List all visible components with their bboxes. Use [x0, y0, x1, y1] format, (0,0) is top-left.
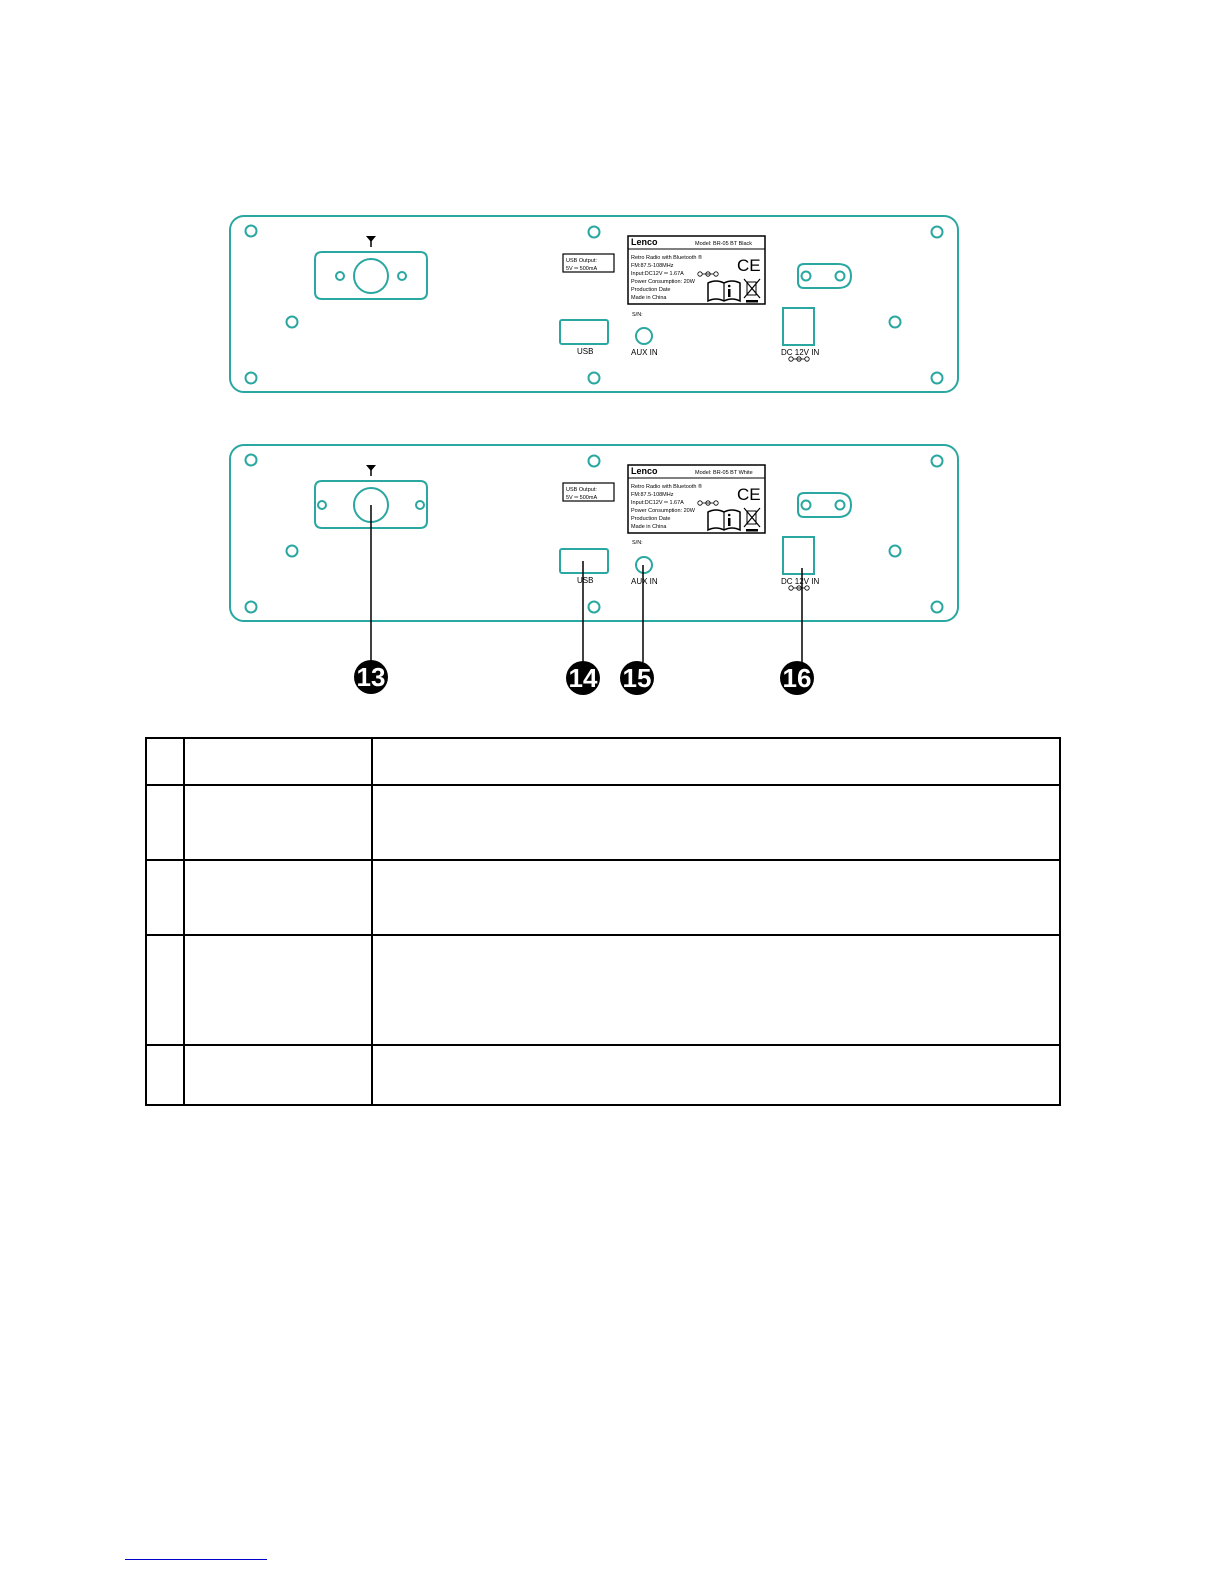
usb-port: USB [559, 548, 609, 585]
svg-text:Input:DC12V ═ 1.67A: Input:DC12V ═ 1.67A [631, 500, 684, 506]
dc-polarity-icon [697, 271, 719, 277]
table-cell [145, 859, 185, 936]
svg-text:DC 12V IN: DC 12V IN [781, 577, 819, 586]
table-cell [371, 934, 1061, 1046]
table-cell [183, 737, 373, 786]
antenna-icon [366, 236, 376, 247]
svg-text:DC 12V IN: DC 12V IN [781, 348, 819, 357]
svg-text:FM:87.5-108MHz: FM:87.5-108MHz [631, 492, 674, 498]
table-cell [183, 859, 373, 936]
table-cell [371, 1044, 1061, 1106]
antenna-icon [366, 465, 376, 476]
table-row [145, 737, 1061, 786]
mount-bracket [797, 263, 853, 289]
dc-polarity-icon [788, 356, 810, 362]
dc-polarity-icon [697, 500, 719, 506]
svg-text:Made in China: Made in China [631, 295, 667, 301]
aux-in-jack: AUX IN [631, 327, 658, 357]
panel-outline [229, 215, 959, 393]
svg-text:Power Consumption: 20W: Power Consumption: 20W [631, 508, 696, 514]
dc-polarity-icon [788, 585, 810, 591]
svg-text:Made in China: Made in China [631, 524, 667, 530]
svg-text:AUX IN: AUX IN [631, 577, 658, 586]
svg-text:USB: USB [577, 347, 593, 356]
model-text: Model: BR-05 BT Black [695, 241, 752, 247]
table-cell [371, 859, 1061, 936]
antenna-mount [314, 236, 428, 300]
table-cell [145, 934, 185, 1046]
table-cell [183, 1044, 373, 1106]
usb-output-label: USB Output: 5V ═ 500mA [562, 253, 615, 273]
svg-text:5V ═ 500mA: 5V ═ 500mA [566, 266, 597, 272]
callout-14: 14 [566, 661, 600, 695]
svg-text:FM:87.5-108MHz: FM:87.5-108MHz [631, 263, 674, 269]
svg-text:13: 13 [357, 662, 386, 692]
rating-label: Lenco Model: BR-05 BT White Retro Radio … [627, 464, 766, 534]
table-cell [145, 784, 185, 861]
aux-in-jack: AUX IN [631, 556, 658, 586]
svg-text:5V ═ 500mA: 5V ═ 500mA [566, 495, 597, 501]
svg-text:14: 14 [569, 663, 598, 693]
ce-mark: CE [737, 485, 761, 504]
usb-output-label: USB Output: 5V ═ 500mA [562, 482, 615, 502]
manual-book-icon [707, 509, 741, 532]
svg-text:Production Date: Production Date [631, 516, 670, 522]
svg-text:16: 16 [783, 663, 812, 693]
footer-link-underline [125, 1559, 267, 1560]
table-row [145, 859, 1061, 936]
svg-text:Production Date: Production Date [631, 287, 670, 293]
sn-label: S/N: [632, 540, 643, 546]
leader-lines [370, 505, 803, 662]
svg-text:Retro Radio with Bluetooth ®: Retro Radio with Bluetooth ® [631, 254, 702, 261]
mount-bracket [797, 492, 853, 518]
rear-panel-white: USB Output: 5V ═ 500mA Lenco Model: BR-0… [229, 444, 959, 622]
manual-book-icon [707, 280, 741, 303]
dc-in-jack: DC 12V IN [781, 536, 819, 591]
table-cell [145, 737, 185, 786]
svg-text:USB: USB [577, 576, 593, 585]
table-row [145, 1044, 1061, 1106]
rear-panel-diagram: USB Output: 5V ═ 500mA Lenco Model: BR-0… [229, 215, 959, 695]
screw-holes [244, 224, 944, 385]
dc-in-jack: DC 12V IN [781, 307, 819, 362]
model-text: Model: BR-05 BT White [695, 470, 753, 476]
svg-text:USB Output:: USB Output: [566, 258, 597, 264]
usb-port: USB [559, 319, 609, 356]
table-cell [371, 737, 1061, 786]
legend-table [145, 737, 1061, 1106]
weee-bin-icon [743, 507, 761, 532]
svg-text:Power Consumption: 20W: Power Consumption: 20W [631, 279, 696, 285]
svg-text:USB Output:: USB Output: [566, 487, 597, 493]
table-row [145, 784, 1061, 861]
table-cell [183, 784, 373, 861]
brand-name: Lenco [631, 466, 658, 476]
table-cell [183, 934, 373, 1046]
callout-15: 15 [620, 661, 654, 695]
table-row [145, 934, 1061, 1046]
table-cell [145, 1044, 185, 1106]
table-cell [371, 784, 1061, 861]
ce-mark: CE [737, 256, 761, 275]
panel-outline [229, 444, 959, 622]
svg-text:15: 15 [623, 663, 652, 693]
svg-text:AUX IN: AUX IN [631, 348, 658, 357]
weee-bin-icon [743, 278, 761, 303]
rear-panel-black: USB Output: 5V ═ 500mA Lenco Model: BR-0… [229, 215, 959, 393]
callout-13: 13 [354, 660, 388, 694]
brand-name: Lenco [631, 237, 658, 247]
callout-16: 16 [780, 661, 814, 695]
sn-label: S/N: [632, 312, 643, 318]
svg-text:Input:DC12V ═ 1.67A: Input:DC12V ═ 1.67A [631, 271, 684, 277]
rating-label: Lenco Model: BR-05 BT Black Retro Radio … [627, 235, 766, 305]
svg-text:Retro Radio with Bluetooth ®: Retro Radio with Bluetooth ® [631, 483, 702, 490]
screw-holes [244, 453, 944, 614]
